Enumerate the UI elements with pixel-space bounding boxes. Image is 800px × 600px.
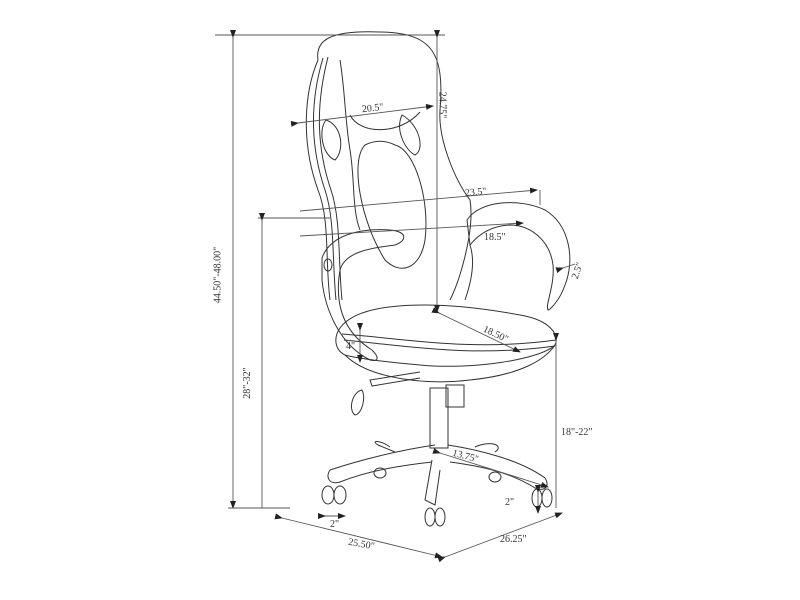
seat xyxy=(335,304,557,367)
gas-lift xyxy=(429,387,449,449)
label-seat-height: 18"-22" xyxy=(561,427,593,438)
caster-left xyxy=(321,485,335,505)
label-backrest-height: 24.75" xyxy=(436,91,448,119)
label-arm-height: 28"-32" xyxy=(241,367,253,399)
left-armrest xyxy=(321,229,405,361)
caster-front xyxy=(424,507,436,527)
label-caster-height: 2" xyxy=(505,497,515,508)
label-seat-thickness: 4" xyxy=(346,341,356,352)
caster-right xyxy=(531,488,543,508)
label-overall-height: 44.50"-48.00" xyxy=(212,246,224,304)
backrest-outline xyxy=(317,31,472,301)
base xyxy=(327,444,436,484)
label-outer-arm-width: 23.5" xyxy=(464,186,487,199)
right-armrest xyxy=(466,202,571,311)
label-caster-width: 2" xyxy=(330,519,340,530)
label-inner-arm-width: 18.5" xyxy=(484,232,506,243)
dimension-lines xyxy=(215,30,576,563)
label-base-depth: 26.25" xyxy=(500,534,527,545)
